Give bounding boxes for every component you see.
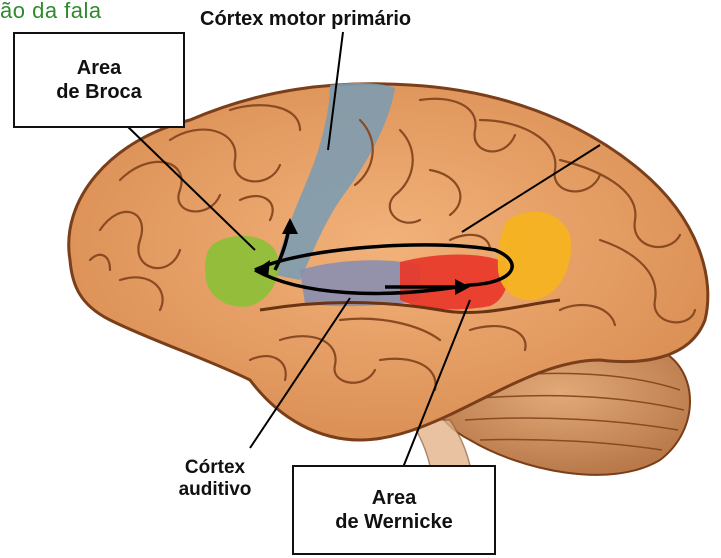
wernicke-label-box: Area de Wernicke: [292, 465, 496, 555]
wernicke-label-line1: Area: [335, 486, 452, 510]
broca-label-box: Area de Broca: [13, 32, 185, 128]
auditory-cortex-label: Córtex auditivo: [150, 457, 280, 501]
broca-label: Area de Broca: [56, 56, 142, 104]
wernicke-label-line2: de Wernicke: [335, 510, 452, 534]
auditory-label-line1: Córtex: [150, 457, 280, 479]
primary-motor-cortex-label: Córtex motor primário: [200, 8, 411, 31]
heading-fragment: ão da fala: [0, 0, 102, 24]
auditory-label-line2: auditivo: [150, 479, 280, 501]
wernicke-label: Area de Wernicke: [335, 486, 452, 534]
broca-label-line2: de Broca: [56, 80, 142, 104]
broca-label-line1: Area: [56, 56, 142, 80]
